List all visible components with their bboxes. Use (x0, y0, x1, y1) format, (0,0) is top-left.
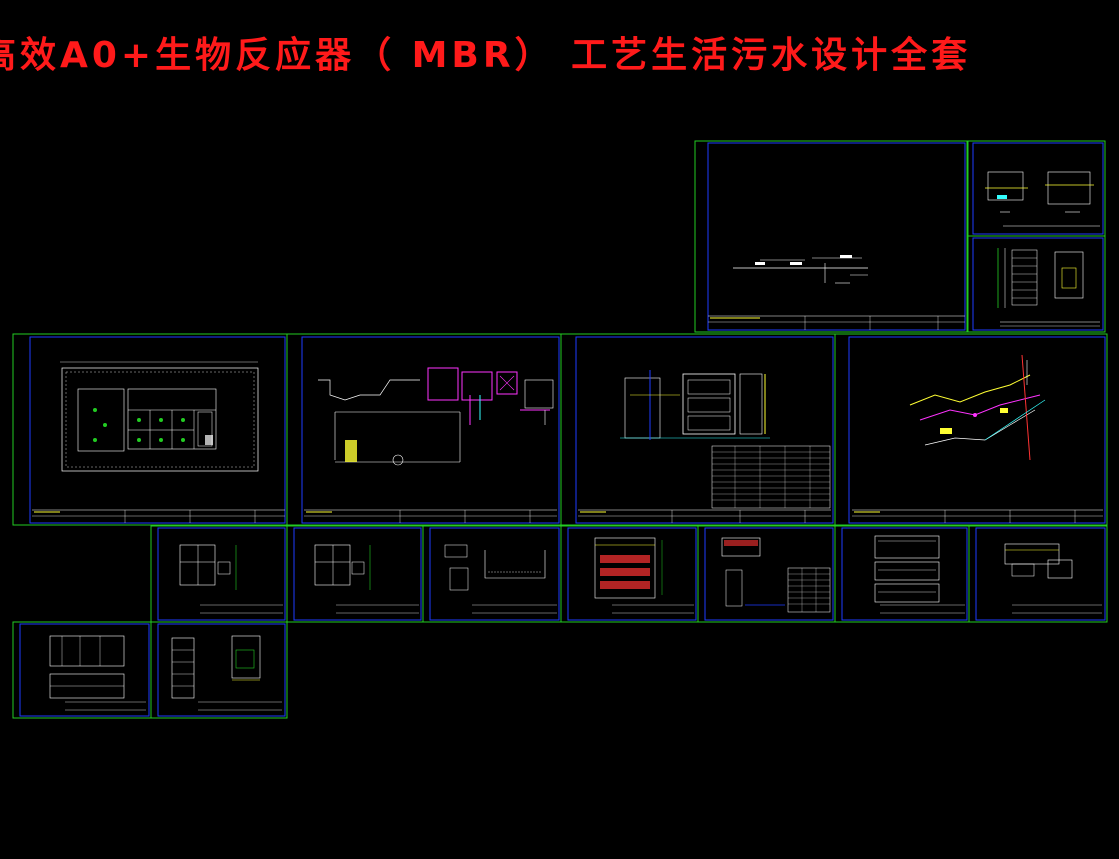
sheet-piping-schedule[interactable] (697, 525, 836, 623)
sheet-reactor-plan[interactable] (560, 525, 699, 623)
sheet-room-plan-2[interactable] (286, 525, 424, 623)
sheet-equipment-list[interactable] (967, 235, 1106, 333)
sheet-structure-plan[interactable] (12, 621, 152, 719)
sheet-system-diagram[interactable] (694, 140, 968, 333)
sheet-room-plan-1[interactable] (150, 525, 288, 623)
sheet-process-elevation[interactable] (286, 333, 562, 526)
sheet-detail-a[interactable] (967, 140, 1106, 237)
drawing-title: 高效A0+生物反应器（ MBR） 工艺生活污水设计全套 (0, 35, 972, 76)
sheet-node-detail[interactable] (150, 621, 288, 719)
sheet-pump-room[interactable] (968, 525, 1108, 623)
sheet-pipe-isometric[interactable] (834, 333, 1108, 526)
sheet-mbr-tank-plan[interactable] (834, 525, 970, 623)
sheet-site-plan[interactable] (12, 333, 288, 526)
sheet-building-section[interactable] (560, 333, 836, 526)
sheet-tank-section[interactable] (422, 525, 562, 623)
